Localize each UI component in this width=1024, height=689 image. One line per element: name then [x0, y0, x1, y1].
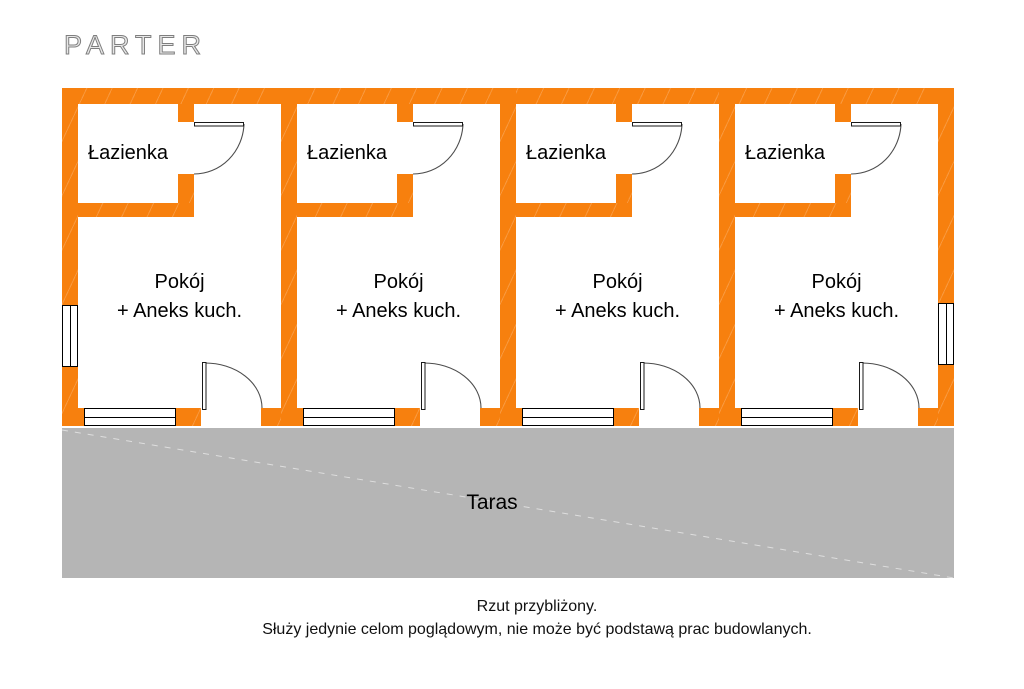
- bottom-wall-segment-right: [699, 408, 719, 426]
- bottom-wall-segment-right: [261, 408, 281, 426]
- entry-door-arc: [423, 362, 482, 409]
- unit-4: Łazienka Pokój + Aneks kuch.: [735, 104, 938, 426]
- bottom-wall-segment-mid: [614, 408, 639, 426]
- room-label: Pokój + Aneks kuch.: [735, 268, 938, 326]
- entry-door-arc: [642, 362, 701, 409]
- entry-door-arc: [204, 362, 263, 409]
- bathroom-area: Łazienka: [735, 104, 835, 203]
- bottom-wall-segment-right: [918, 408, 938, 426]
- window-bottom: [741, 408, 833, 426]
- outer-wall-right: [938, 88, 954, 426]
- bathroom-door-leaf: [851, 122, 901, 127]
- entry-door-leaf: [859, 362, 864, 410]
- disclaimer-line1: Rzut przybliżony.: [476, 598, 598, 615]
- bathroom-wall-bottom: [735, 203, 851, 217]
- bathroom-door-arc: [412, 123, 464, 175]
- window-bottom: [522, 408, 614, 426]
- entry-door-arc: [861, 362, 920, 409]
- bathroom-wall-bottom: [297, 203, 413, 217]
- room-label: Pokój + Aneks kuch.: [78, 268, 281, 326]
- bottom-wall-segment-left: [735, 408, 741, 426]
- room-label-line2: + Aneks kuch.: [335, 300, 462, 322]
- disclaimer: Rzut przybliżony. Służy jedynie celom po…: [25, 595, 1024, 641]
- room-label-line2: + Aneks kuch.: [116, 300, 243, 322]
- bathroom-wall-right-upper: [397, 104, 413, 122]
- entry-door-leaf: [640, 362, 645, 410]
- divider-wall-1: [281, 88, 297, 426]
- bottom-wall-segment-mid: [176, 408, 201, 426]
- bathroom-label: Łazienka: [306, 142, 388, 164]
- terrace: Taras: [62, 428, 954, 578]
- bathroom-wall-right-upper: [178, 104, 194, 122]
- bathroom-door-arc: [193, 123, 245, 175]
- bathroom-door-leaf: [413, 122, 463, 127]
- window-bottom: [84, 408, 176, 426]
- bottom-wall-segment-right: [480, 408, 500, 426]
- bathroom-wall-bottom: [78, 203, 194, 217]
- window-bottom: [303, 408, 395, 426]
- room-label-line1: Pokój: [592, 271, 643, 293]
- bathroom-area: Łazienka: [78, 104, 178, 203]
- divider-wall-3: [719, 88, 735, 426]
- bathroom-label: Łazienka: [87, 142, 169, 164]
- bathroom-area: Łazienka: [516, 104, 616, 203]
- bathroom-wall-bottom: [516, 203, 632, 217]
- bottom-wall-segment-mid: [833, 408, 858, 426]
- disclaimer-line2: Służy jedynie celom poglądowym, nie może…: [262, 621, 812, 638]
- bottom-wall-segment-left: [297, 408, 303, 426]
- room-label-line2: + Aneks kuch.: [554, 300, 681, 322]
- unit-3: Łazienka Pokój + Aneks kuch.: [516, 104, 719, 426]
- bathroom-door-arc: [850, 123, 902, 175]
- bathroom-door-arc: [631, 123, 683, 175]
- entry-door-leaf: [421, 362, 426, 410]
- window-left-wall: [62, 305, 78, 367]
- bathroom-label: Łazienka: [744, 142, 826, 164]
- entry-door-leaf: [202, 362, 207, 410]
- unit-1: Łazienka Pokój + Aneks kuch.: [78, 104, 281, 426]
- bathroom-area: Łazienka: [297, 104, 397, 203]
- bathroom-door-leaf: [632, 122, 682, 127]
- divider-wall-2: [500, 88, 516, 426]
- bottom-wall-segment-left: [78, 408, 84, 426]
- room-label-line2: + Aneks kuch.: [773, 300, 900, 322]
- terrace-label: Taras: [466, 491, 518, 514]
- outer-wall-left: [62, 88, 78, 426]
- floor-plan: Łazienka Pokój + Aneks kuch. Łazi: [62, 88, 954, 426]
- bottom-wall-segment-left: [516, 408, 522, 426]
- bathroom-door-leaf: [194, 122, 244, 127]
- bathroom-label: Łazienka: [525, 142, 607, 164]
- room-label-line1: Pokój: [373, 271, 424, 293]
- bathroom-wall-right-upper: [835, 104, 851, 122]
- bottom-wall-segment-mid: [395, 408, 420, 426]
- room-label-line1: Pokój: [811, 271, 862, 293]
- room-label-line1: Pokój: [154, 271, 205, 293]
- room-label: Pokój + Aneks kuch.: [297, 268, 500, 326]
- floor-title: PARTER: [63, 30, 208, 61]
- unit-2: Łazienka Pokój + Aneks kuch.: [297, 104, 500, 426]
- bathroom-wall-right-upper: [616, 104, 632, 122]
- window-right-wall: [938, 303, 954, 365]
- room-label: Pokój + Aneks kuch.: [516, 268, 719, 326]
